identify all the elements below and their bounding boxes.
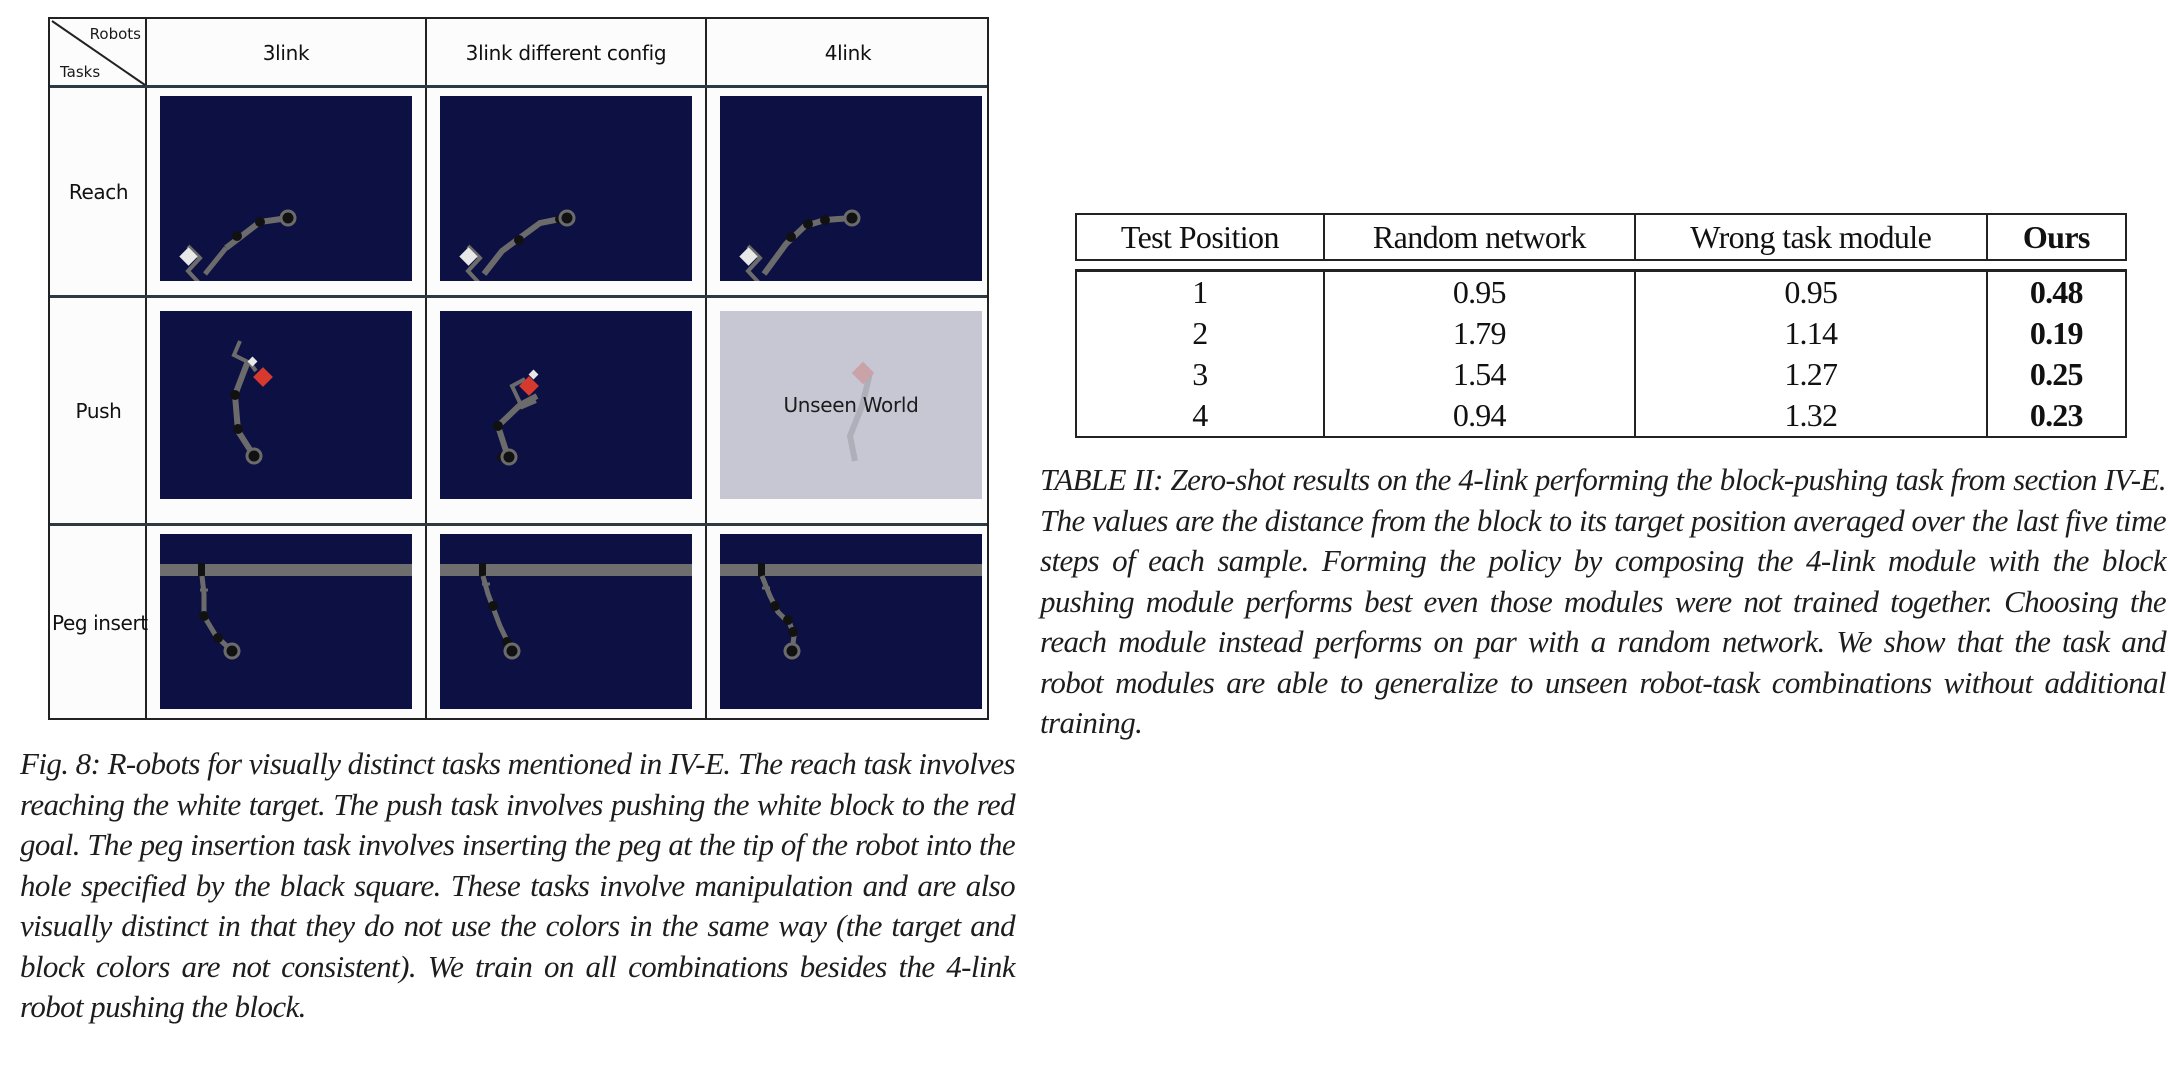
panel-peg-insert-3link <box>160 534 412 709</box>
robot-arm-peg-insert-3link <box>160 563 412 660</box>
robot-arm-peg-insert-3link-different-config <box>440 563 692 660</box>
panel-peg-insert-3link-different-config <box>440 534 692 709</box>
corner-header-cell: Robots Tasks <box>50 19 147 87</box>
figure-8-caption: Fig. 8: R-obots for visually distinct ta… <box>20 744 1016 1028</box>
figure-caption-text: Fig. 8: R-obots for visually distinct ta… <box>20 746 1016 1024</box>
figure-8-robot-task-grid: Robots Tasks 3link 3link different confi… <box>48 17 989 720</box>
panel-push-3link <box>160 311 412 499</box>
row-header-push: Push <box>75 398 122 423</box>
unseen-world-label: Unseen World <box>783 393 919 417</box>
column-header-3link-different-config: 3link different config <box>465 41 667 65</box>
cell-ours: 0.19 <box>1985 313 2128 354</box>
table-header-row: Test Position Random network Wrong task … <box>1075 214 2128 260</box>
cell-ours: 0.25 <box>1985 354 2128 395</box>
cell-random-network: 0.94 <box>1322 395 1636 437</box>
table-caption-text: TABLE II: Zero-shot results on the 4-lin… <box>1040 462 2167 740</box>
grid-divider <box>50 523 987 526</box>
panel-reach-4link <box>720 96 982 281</box>
row-header-reach: Reach <box>68 179 129 204</box>
table-row: 1 0.95 0.95 0.48 <box>1075 270 2128 313</box>
grid-divider <box>705 19 707 718</box>
row-header-peg-insert: Peg insert <box>52 611 148 635</box>
panel-peg-insert-4link <box>720 534 982 709</box>
robot-arm-push-3link-different-config <box>493 369 539 466</box>
robots-axis-label: Robots <box>89 25 141 43</box>
robot-arm-peg-insert-4link <box>720 563 982 660</box>
header-gap <box>1076 260 2126 271</box>
diagonal-divider <box>51 20 146 86</box>
header-test-position: Test Position <box>1075 214 1325 260</box>
panel-reach-3link-different-config <box>440 96 692 281</box>
grid-divider <box>145 19 147 718</box>
cell-ours: 0.23 <box>1985 395 2128 437</box>
panel-push-4link-unseen: Unseen World <box>720 311 982 499</box>
cell-test-position: 3 <box>1075 354 1325 395</box>
table-row: 4 0.94 1.32 0.23 <box>1075 395 2128 437</box>
robot-arm-reach-3link-different-config <box>459 209 576 281</box>
cell-random-network: 1.54 <box>1322 354 1636 395</box>
table-row: 3 1.54 1.27 0.25 <box>1075 354 2128 395</box>
cell-random-network: 0.95 <box>1322 270 1636 313</box>
cell-wrong-task-module: 0.95 <box>1633 270 1988 313</box>
cell-wrong-task-module: 1.32 <box>1633 395 1988 437</box>
column-header-3link: 3link <box>262 41 310 65</box>
table-ii-caption: TABLE II: Zero-shot results on the 4-lin… <box>1040 460 2167 744</box>
cell-wrong-task-module: 1.14 <box>1633 313 1988 354</box>
robot-arm-reach-4link <box>739 209 861 281</box>
cell-wrong-task-module: 1.27 <box>1633 354 1988 395</box>
cell-random-network: 1.79 <box>1322 313 1636 354</box>
table-row: 2 1.79 1.14 0.19 <box>1075 313 2128 354</box>
grid-divider <box>425 19 427 718</box>
cell-test-position: 4 <box>1075 395 1325 437</box>
table-ii-results: Test Position Random network Wrong task … <box>1075 213 2128 438</box>
robot-arm-push-3link <box>230 340 273 465</box>
header-ours: Ours <box>1985 214 2128 260</box>
cell-ours: 0.48 <box>1985 270 2128 313</box>
panel-reach-3link <box>160 96 412 281</box>
header-wrong-task-module: Wrong task module <box>1633 214 1988 260</box>
faded-robot-arm-push-4link <box>846 361 875 462</box>
panel-push-3link-different-config <box>440 311 692 499</box>
cell-test-position: 1 <box>1075 270 1325 313</box>
grid-divider <box>50 85 987 88</box>
column-header-4link: 4link <box>824 41 872 65</box>
results-table: Test Position Random network Wrong task … <box>1075 213 2128 438</box>
robot-arm-reach-3link <box>179 209 297 281</box>
cell-test-position: 2 <box>1075 313 1325 354</box>
grid-divider <box>50 295 987 298</box>
header-random-network: Random network <box>1322 214 1636 260</box>
tasks-axis-label: Tasks <box>60 63 101 81</box>
